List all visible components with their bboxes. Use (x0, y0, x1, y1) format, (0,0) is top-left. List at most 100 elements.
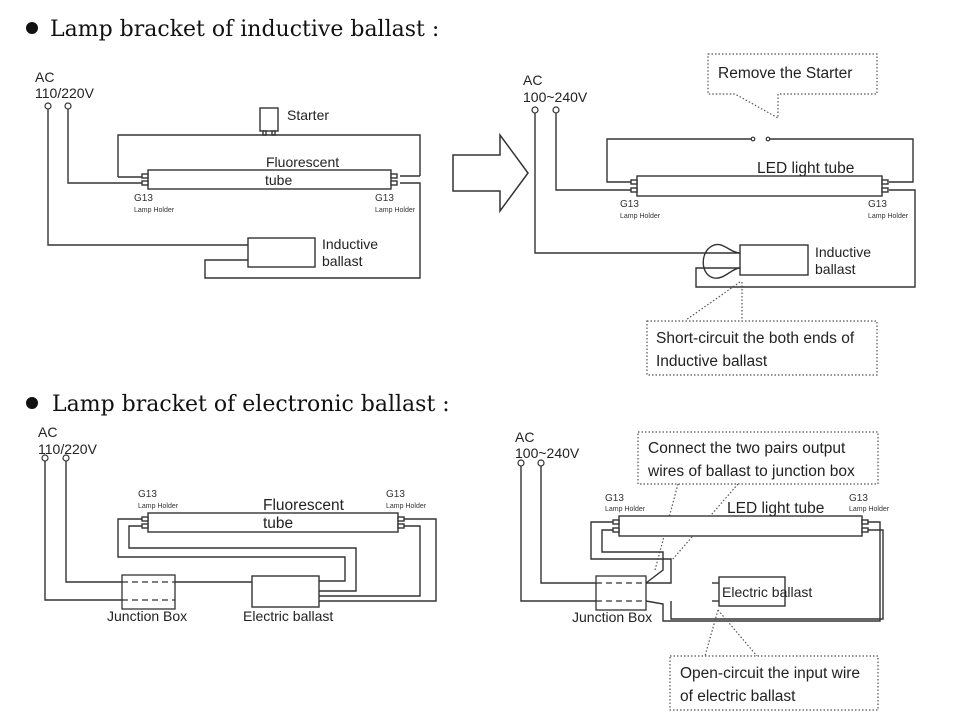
voltage-label: 100~240V (523, 89, 588, 105)
callout-remove-starter (707, 53, 878, 120)
open-terminal (750, 136, 756, 142)
wire (319, 525, 421, 597)
holder-code: G13 (138, 489, 157, 500)
ballast-label: Electric ballast (243, 608, 333, 624)
svg-text:Lamp Holder: Lamp Holder (386, 503, 427, 510)
svg-text:Remove the Starter: Remove the Starter (718, 65, 852, 82)
open-terminal (765, 136, 771, 142)
ac-terminal-2 (552, 106, 560, 114)
led-tube (636, 175, 883, 197)
wire (770, 138, 914, 183)
holder-label: Lamp Holder (134, 207, 175, 214)
electronic-after-diagram: AC 100~240V Connect the two pairs output… (515, 429, 890, 711)
svg-text:tube: tube (263, 515, 293, 532)
holder-code: G13 (605, 493, 624, 504)
inductive-before-diagram: AC 110/220V Starter Fluorescent tube G13… (35, 69, 421, 279)
svg-text:G13: G13 (868, 199, 887, 210)
voltage-label: 110/220V (35, 85, 95, 101)
ac-terminal-1 (44, 102, 52, 110)
callout-short-circuit (646, 320, 878, 376)
wire (540, 466, 596, 584)
svg-text:G13: G13 (849, 493, 868, 504)
fluorescent-tube (147, 512, 399, 533)
ballast-label: Inductive (815, 244, 871, 260)
svg-text:Short-circuit the both ends of: Short-circuit the both ends of (656, 330, 855, 347)
wire (670, 529, 884, 620)
bullet-icon (26, 22, 38, 34)
ac-terminal-1 (41, 454, 49, 462)
svg-text:tube: tube (265, 172, 292, 188)
holder-label: Lamp Holder (605, 506, 646, 513)
section-title-inductive: Lamp bracket of inductive ballast : (50, 17, 439, 42)
short-circuit-loop (702, 243, 741, 279)
ac-label: AC (515, 429, 534, 445)
junction-box (121, 574, 176, 610)
tube-label: Fluorescent (266, 154, 339, 170)
junction-label: Junction Box (572, 609, 652, 625)
wire (645, 521, 881, 622)
svg-text:wires of ballast to junction b: wires of ballast to junction box (647, 463, 855, 480)
svg-text:G13: G13 (386, 489, 405, 500)
inductive-ballast (739, 244, 809, 276)
arrow-right-icon (452, 132, 529, 214)
svg-text:Lamp Holder: Lamp Holder (375, 207, 416, 214)
wire (590, 521, 672, 584)
wire (606, 138, 751, 183)
svg-text:Inductive ballast: Inductive ballast (656, 353, 768, 370)
wire (44, 461, 122, 601)
wire (117, 518, 346, 582)
electric-ballast (251, 575, 320, 608)
fluorescent-tube (147, 169, 392, 190)
ac-label: AC (523, 72, 542, 88)
ac-label: AC (35, 69, 54, 85)
ac-terminal-1 (531, 106, 539, 114)
svg-text:Open-circuit the input wire: Open-circuit the input wire (680, 665, 860, 682)
led-tube (618, 515, 863, 537)
ballast-label: Electric ballast (722, 584, 812, 600)
svg-text:Lamp Holder: Lamp Holder (868, 213, 909, 220)
wire (128, 525, 357, 592)
holder-label: Lamp Holder (620, 213, 661, 220)
wire (520, 466, 596, 602)
inductive-ballast (247, 237, 316, 268)
starter-label: Starter (287, 107, 329, 123)
callout-open-circuit (669, 655, 879, 711)
tube-label: LED light tube (727, 500, 824, 517)
ac-terminal-2 (64, 102, 72, 110)
wire (65, 461, 252, 583)
holder-code: G13 (134, 193, 153, 204)
electronic-before-diagram: AC 110/220V G13 Lamp Holder G13 Lamp Hol… (38, 424, 437, 624)
starter-box (259, 107, 279, 132)
tube-label: Fluorescent (263, 497, 345, 514)
holder-code: G13 (620, 199, 639, 210)
wire (534, 113, 740, 254)
wire (117, 134, 421, 177)
wire (601, 529, 664, 584)
svg-text:ballast: ballast (322, 253, 363, 269)
svg-text:Connect the two pairs output: Connect the two pairs output (648, 440, 846, 457)
ac-label: AC (38, 424, 57, 440)
electric-ballast (718, 576, 786, 607)
ac-terminal-1 (517, 459, 525, 467)
wire (204, 182, 421, 279)
ac-terminal-2 (62, 454, 70, 462)
ac-terminal-2 (537, 459, 545, 467)
svg-text:G13: G13 (375, 193, 394, 204)
section-title-electronic: Lamp bracket of electronic ballast : (52, 392, 450, 417)
wire (47, 109, 248, 246)
inductive-after-diagram: AC 100~240V Remove the Starter LED light… (523, 53, 916, 376)
callout-connect (637, 431, 879, 485)
wire (67, 109, 147, 184)
holder-label: Lamp Holder (138, 503, 179, 510)
wire (319, 518, 437, 602)
svg-text:of electric ballast: of electric ballast (680, 688, 796, 705)
ballast-label: Inductive (322, 236, 378, 252)
svg-text:ballast: ballast (815, 261, 856, 277)
junction-box (595, 575, 647, 611)
voltage-label: 110/220V (38, 441, 98, 457)
svg-text:Lamp Holder: Lamp Holder (849, 506, 890, 513)
voltage-label: 100~240V (515, 445, 580, 461)
wire (555, 113, 631, 191)
